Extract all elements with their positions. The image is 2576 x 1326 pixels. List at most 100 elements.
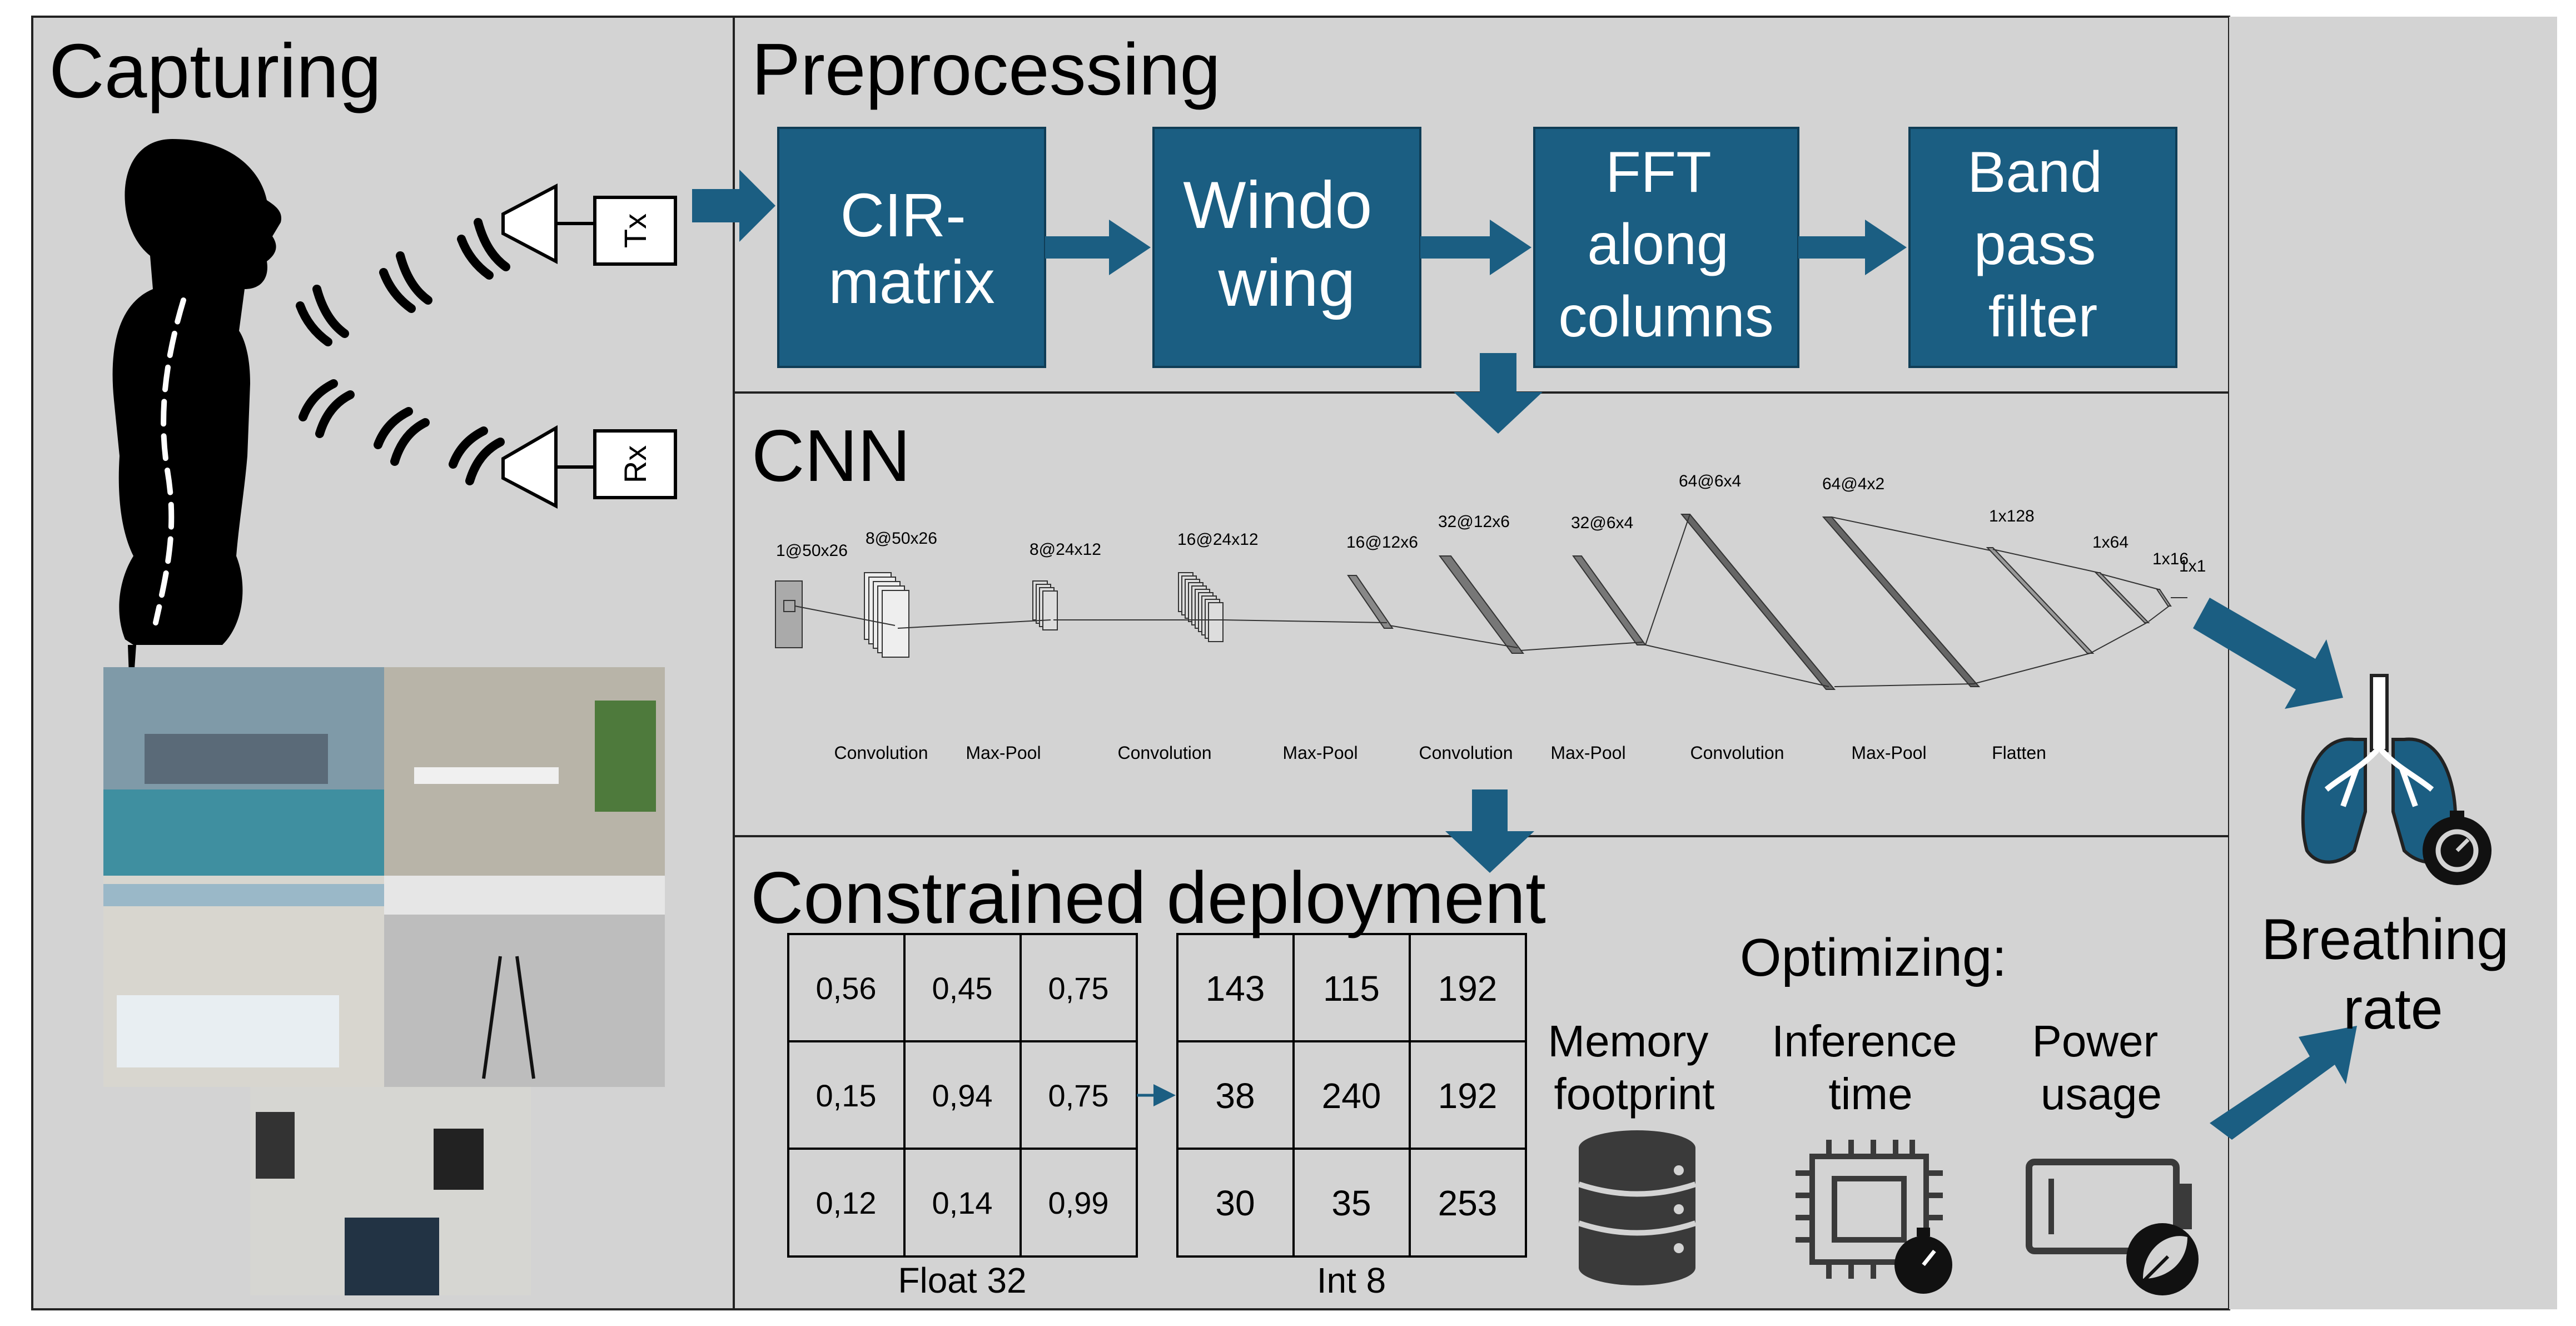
label-line: Inference [1772,1016,1957,1066]
spine-line [153,297,186,625]
cnn-pool2-slab [1347,575,1394,629]
stopwatch-icon [1894,1228,1952,1294]
cnn-layer-labels: Convolution Max-Pool Convolution Max-Poo… [834,743,2046,763]
float-cell: 0,56 [816,971,877,1006]
layer-label: Max-Pool [1282,743,1357,763]
int-cell: 115 [1323,969,1380,1009]
svg-text:Windo wing: Windo wing [1183,168,1390,320]
shape-label: 32@6x4 [1571,514,1633,532]
cnn-to-output-arrow [2193,598,2343,709]
block-label: columns [1558,285,1773,349]
cnn-title: CNN [752,415,911,496]
cnn-pool4-slab [1822,517,1981,687]
cnn-dense-128 [1986,547,2095,654]
rx-antenna-icon [501,425,677,509]
layer-label: Convolution [1690,743,1784,763]
cnn-conv2-stack [1178,572,1224,642]
float-cell: 0,75 [1048,971,1109,1006]
layer-label: Flatten [1992,743,2046,763]
block-label: matrix [828,248,994,316]
shape-label: 32@12x6 [1438,513,1510,531]
label-line: Memory [1548,1016,1708,1066]
int-cell: 192 [1438,969,1498,1009]
capturing-title: Capturing [49,28,381,114]
label-line: Power [2032,1016,2159,1066]
optimizing-title: Optimizing: [1740,928,2007,987]
float-cell: 0,75 [1048,1078,1109,1113]
int-cell: 240 [1322,1076,1381,1116]
cnn-pool1-stack [1032,580,1058,630]
layer-label: Convolution [834,743,928,763]
layer-label: Max-Pool [966,743,1041,763]
human-silhouette-icon [112,139,281,723]
shape-label: 1x128 [1989,507,2035,525]
block-label: FFT [1605,140,1710,205]
database-icon [1578,1130,1697,1285]
tx-antenna-icon [501,183,677,266]
deployment-to-output-arrow [2210,1026,2357,1140]
block-label: along [1587,212,1728,277]
power-usage-label: Power usage [2032,1016,2171,1119]
block-label: wing [1218,246,1356,320]
int-cell: 192 [1438,1076,1498,1116]
cnn-conv3-slab [1439,555,1524,654]
shape-label: 1x64 [2092,533,2129,552]
cpu-chip-icon [1796,1140,1943,1279]
int-cell: 30 [1215,1183,1255,1223]
float-cell: 0,15 [816,1078,877,1113]
layer-label: Max-Pool [1851,743,1926,763]
float32-matrix: 0,56 0,45 0,75 0,15 0,94 0,75 0,12 0,14 … [787,933,1138,1258]
shape-label: 1x16 [2152,550,2189,568]
float-cell: 0,45 [932,971,993,1006]
inference-time-label: Inference time [1772,1016,1970,1119]
layer-label: Convolution [1419,743,1513,763]
preprocessing-block-bandpass: Band pass filter [1908,127,2177,368]
int8-label: Int 8 [1317,1260,1386,1300]
float32-label: Float 32 [898,1260,1026,1300]
leaf-icon [2126,1223,2199,1295]
preprocessing-block-windowing: Windo wing [1152,127,1421,368]
float-cell: 0,94 [932,1078,993,1113]
label-line: time [1828,1069,1912,1119]
preprocessing-block-cir: CIR- matrix [777,127,1046,368]
float-cell: 0,14 [932,1185,993,1220]
photo-collage [103,667,665,1295]
preprocessing-to-cnn-arrow [1454,353,1543,434]
block-label: Windo [1183,168,1372,242]
shape-label: 8@24x12 [1030,540,1101,559]
label-line: footprint [1554,1069,1714,1119]
memory-footprint-label: Memory footprint [1548,1016,1720,1119]
deployment-title: Constrained deployment [750,857,1546,938]
output-line: Breathing [2261,907,2509,972]
shape-label: 64@6x4 [1679,472,1741,490]
battery-icon [2026,1159,2192,1254]
cnn-dense-16 [2156,589,2172,607]
block-label: CIR- [841,181,966,250]
breathing-stopwatch-icon [2423,811,2492,885]
cnn-to-deployment-arrow [1445,789,1534,873]
shape-label: 1@50x26 [776,542,848,560]
block-label: Band [1967,140,2102,205]
int-cell: 38 [1215,1076,1255,1116]
svg-text:Band pass filter: Band pass filter [1967,140,2119,349]
cnn-conv1-stack [864,572,909,658]
shape-label: 1x1 [2179,557,2206,575]
cnn-architecture [775,514,2187,690]
float-cell: 0,99 [1048,1185,1109,1220]
label-line: usage [2041,1069,2162,1119]
int-cell: 143 [1206,969,1265,1009]
shape-label: 64@4x2 [1822,475,1884,493]
svg-text:FFT along columns: FFT along columns [1558,140,1773,349]
shape-label: 16@24x12 [1177,530,1259,549]
preprocessing-block-fft: FFT along columns [1533,127,1799,368]
float-cell: 0,12 [816,1185,877,1220]
cnn-panel [733,391,2230,837]
shape-label: 8@50x26 [866,529,937,548]
preprocessing-arrows [1045,220,1907,434]
signal-waves-icon [296,218,510,485]
rx-label: Rx [618,445,653,483]
cnn-conv4-slab [1680,514,1836,690]
block-label: filter [1988,285,2097,349]
int-cell: 35 [1331,1183,1371,1223]
